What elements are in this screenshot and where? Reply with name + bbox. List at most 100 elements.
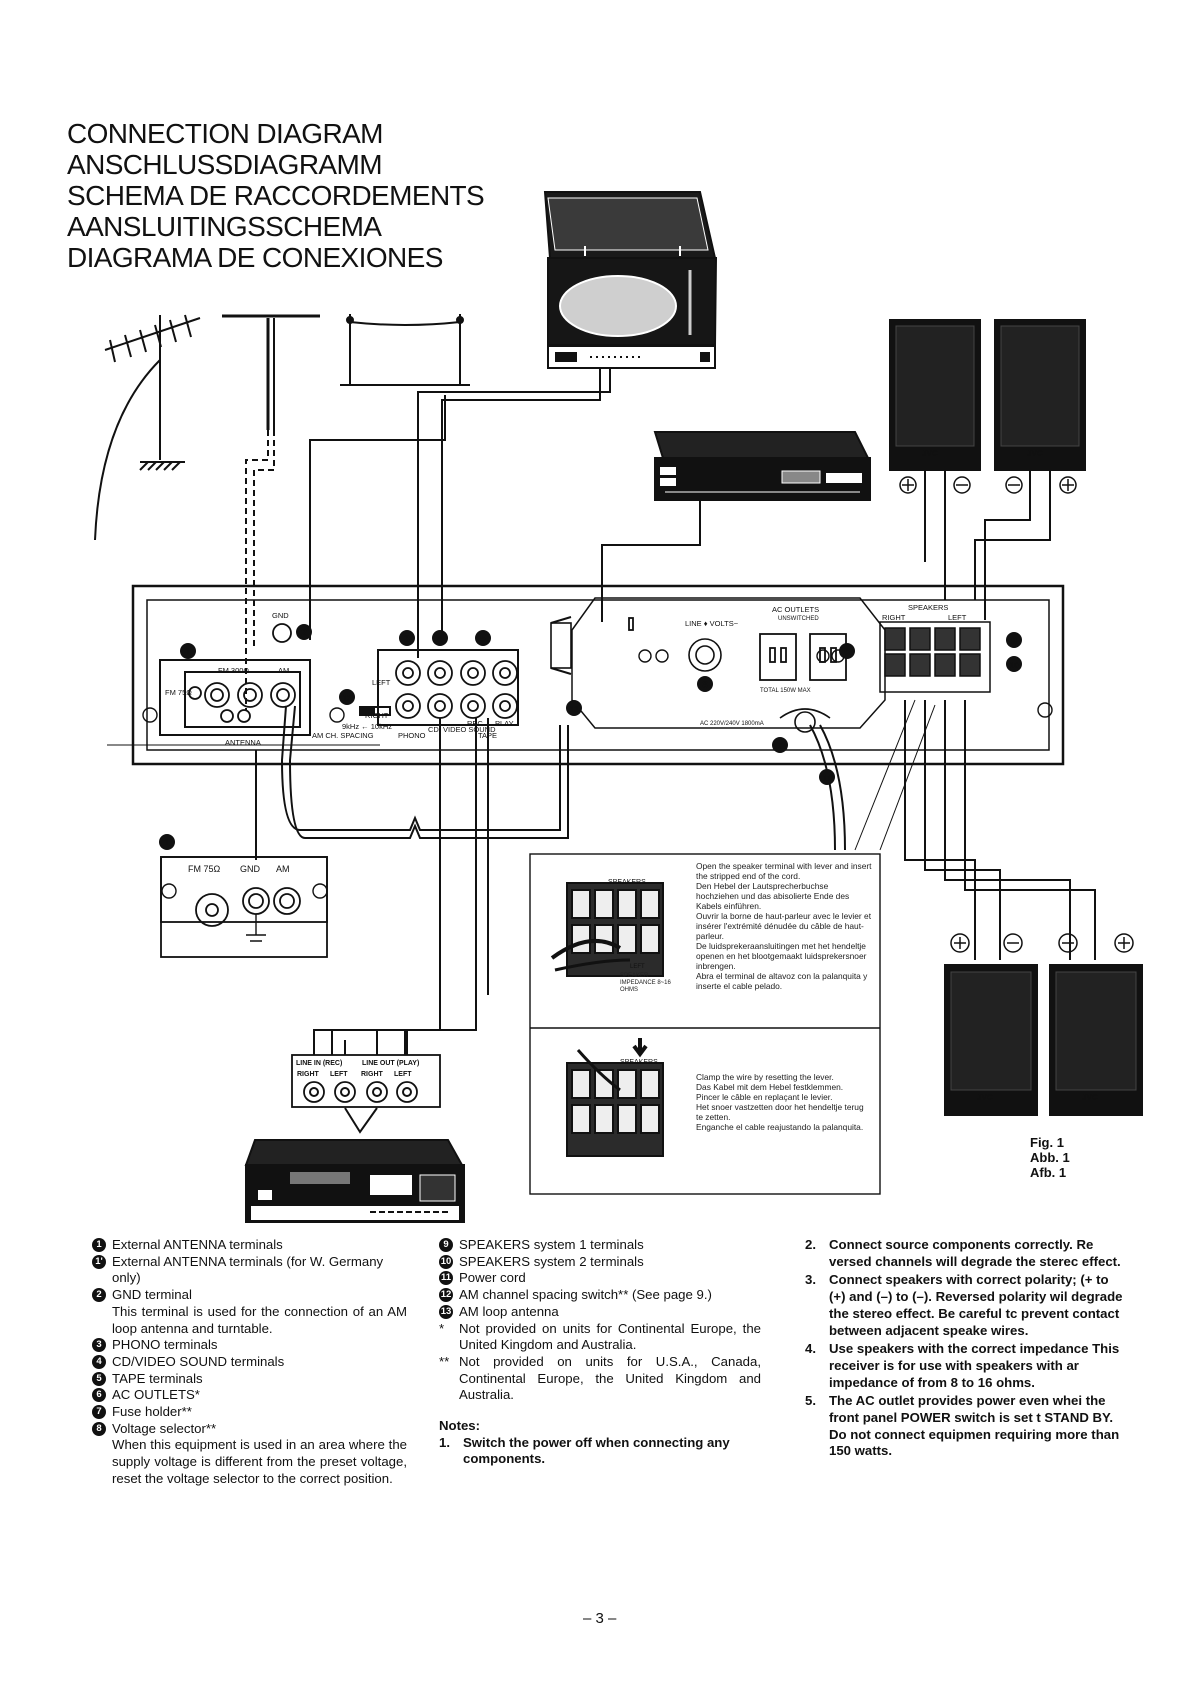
line-volts-label: LINE ♦ VOLTS~ [685,619,739,628]
legend-number: 6 [92,1388,106,1403]
legend-text: External ANTENNA terminals [112,1237,283,1252]
svg-text:13: 13 [570,705,579,714]
dipole-antenna-icon [222,314,320,710]
title-fr: SCHEMA DE RACCORDEMENTS [67,180,485,211]
line-out-label: LINE OUT (PLAY) [362,1060,419,1067]
legend-description: When this equipment is used in an area w… [112,1437,407,1486]
legend-text: PHONO terminals [112,1337,218,1353]
svg-text:11: 11 [823,774,832,783]
instruction-top-es: Abra el terminal de altavoz con la palan… [696,971,868,991]
speaker-1-left-icon [994,319,1086,471]
unswitched-label: UNSWITCHED [778,616,819,622]
title-nl: AANSLUITINGSSCHEMA [67,211,382,242]
inset-left-label: LEFT [630,964,645,970]
footnote-mark: ** [439,1353,450,1369]
note-number: 3. [805,1272,816,1288]
speaker-1-right-icon [889,319,981,471]
legend-number: 5 [92,1371,106,1386]
legend-number: 12 [439,1288,453,1303]
instruction-bottom-es: Enganche el cable reajustando la palanqu… [696,1122,864,1132]
note-text: The AC outlet provides power even whei t… [829,1393,1120,1459]
title-en: CONNECTION DIAGRAM [67,118,383,149]
left-jack-label: LEFT [372,678,391,687]
legend-number: 10 [439,1254,453,1269]
svg-text:10: 10 [1010,661,1019,670]
brand-label-2: JVC [1027,449,1043,458]
footnote-text: Not provided on units for U.S.A., Canada… [459,1353,761,1403]
svg-text:5: 5 [480,634,486,645]
tape-line-box [291,1029,441,1134]
speaker-2-left-icon [1049,964,1143,1116]
legend-text: Voltage selector** [112,1420,217,1436]
note-number: 1. [439,1434,450,1450]
phono-label: PHONO [398,731,426,740]
instruction-top-nl: De luidsprekeraansluitingen met het hend… [696,941,867,971]
voltage-selector [688,638,722,672]
note-number: 4. [805,1341,816,1357]
inset-speakers-label: SPEAKERS [608,879,646,886]
cd-player-icon [653,431,871,501]
yagi-antenna-icon [94,314,201,541]
line-out-left-label: LEFT [394,1071,412,1078]
inset-speakers-label-2: SPEAKERS [620,1059,658,1066]
note-text: Switch the power off when connecting any… [463,1434,730,1467]
svg-text:1: 1 [185,647,191,658]
inset-gnd-label: GND [240,864,261,874]
rec-label: REC [467,719,483,728]
note-item: 5.The AC outlet provides power even whei… [805,1393,1123,1460]
speaker-terminals [884,627,981,677]
inset-fm75-label: FM 75Ω [188,864,221,874]
brand-label-3: JVC [977,1093,993,1102]
svg-text:2: 2 [301,628,307,639]
note-text: Use speakers with the correct impedance … [829,1341,1120,1390]
speakers-label: SPEAKERS [908,603,948,612]
legend-item: 2 GND terminal [92,1287,407,1304]
notes-heading: Notes: [439,1418,481,1434]
legend-item: 1'External ANTENNA terminals (for W. Ger… [92,1254,407,1287]
speakers-left-label: LEFT [948,613,967,622]
legend-item: 3 PHONO terminals [92,1337,407,1354]
svg-text:3: 3 [404,634,410,645]
legend-text: GND terminal [112,1287,192,1303]
cassette-deck-icon [244,1139,465,1223]
receiver-rear-panel [131,584,1065,766]
legend-item: 6 AC OUTLETS* [92,1387,407,1404]
page-number: – 3 – [583,1610,617,1627]
note-item: 4. Use speakers with the correct impedanc… [805,1341,1123,1391]
spacing-options-label: 9kHz ← 10kHz [342,722,392,731]
svg-text:4: 4 [437,634,443,645]
legend-text: TAPE terminals [112,1370,203,1386]
legend-text: AC OUTLETS* [112,1387,200,1403]
notes-right: 2.Connect source components correctly. R… [805,1237,1123,1462]
turntable-icon [543,191,718,369]
instruction-bottom-en: Clamp the wire by resetting the lever. [696,1072,834,1082]
inset-antenna-panel [160,856,328,958]
note-item: 1. Switch the power off when connecting a… [439,1435,761,1468]
instruction-bottom-de: Das Kabel mit dem Hebel festklemmen. [696,1082,844,1092]
fm300-label: FM 300Ω [218,666,249,675]
instructions-bottom: Clamp the wire by resetting the lever. D… [696,1072,872,1132]
note-text: Connect source components correctly. Re … [829,1237,1121,1269]
legend-text: Fuse holder** [112,1404,192,1420]
title-block: CONNECTION DIAGRAM ANSCHLUSSDIAGRAMM SCH… [67,118,485,273]
legend-number: 3 [92,1338,106,1353]
instruction-bottom-nl: Het snoer vastzetten door het hendeltje … [696,1102,864,1122]
footnote: *Not provided on units for Continental E… [439,1321,761,1354]
loop-antenna-icon [340,314,470,386]
brand-label-1: JVC [922,449,938,458]
legend-number: 2 [92,1288,106,1303]
instruction-top-de: Den Hebel der Lautsprecherbuchse hochzie… [696,881,850,911]
inset-am-label: AM [276,864,290,874]
inset-impedance-label: SPEAKER IMPEDANCE 8~16 OHMS [620,973,671,993]
legend-item: 5 TAPE terminals [92,1371,407,1388]
title-es: DIAGRAMA DE CONEXIONES [67,242,443,273]
title-de: ANSCHLUSSDIAGRAMM [67,149,383,180]
